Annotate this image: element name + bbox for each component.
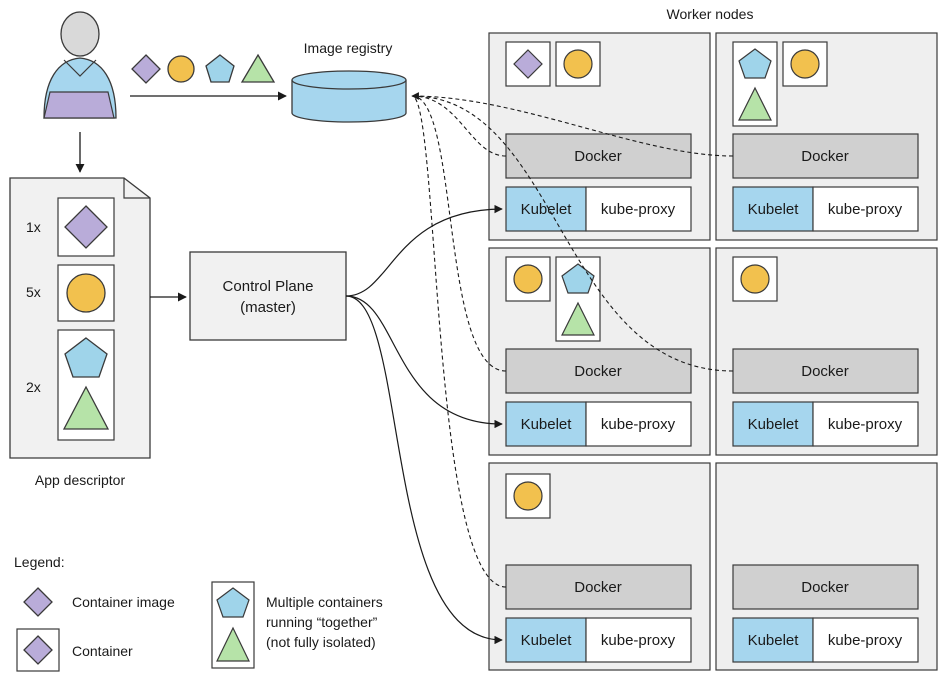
docker-box xyxy=(732,348,919,394)
container-circle-icon xyxy=(513,264,543,294)
docker-pull-line xyxy=(411,95,507,372)
kubelet-box xyxy=(505,617,587,663)
image-registry-icon xyxy=(291,70,407,123)
docker-box xyxy=(505,564,692,610)
count-5x: 5x xyxy=(26,284,41,300)
docker-label: Docker xyxy=(801,579,849,596)
container-circle-icon xyxy=(563,49,593,79)
kubelet-label: Kubelet xyxy=(521,201,573,218)
descriptor-circle-icon xyxy=(66,273,106,313)
kubelet-label: Kubelet xyxy=(521,416,573,433)
descriptor-pentagon-icon xyxy=(64,337,108,378)
kube-proxy-box xyxy=(812,401,919,447)
legend-container-icon xyxy=(23,635,53,665)
docker-label: Docker xyxy=(574,363,622,380)
legend-container-image-icon xyxy=(23,587,53,617)
count-1x: 1x xyxy=(26,219,41,235)
legend-container-image-label: Container image xyxy=(72,594,175,610)
docker-box xyxy=(505,348,692,394)
kube-proxy-box xyxy=(812,186,919,232)
descriptor-triangle-icon xyxy=(62,385,110,430)
control-plane-label: Control Plane xyxy=(223,278,314,295)
docker-box xyxy=(732,133,919,179)
container-pentagon-icon xyxy=(561,263,595,294)
kube-proxy-label: kube-proxy xyxy=(828,632,903,649)
count-2x: 2x xyxy=(26,379,41,395)
docker-box xyxy=(505,133,692,179)
kube-proxy-box xyxy=(585,401,692,447)
docker-pull-line xyxy=(411,95,734,372)
kubelet-box xyxy=(732,186,814,232)
worker-nodes-label: Worker nodes xyxy=(667,6,754,22)
container-circle-icon xyxy=(513,481,543,511)
container-triangle-icon xyxy=(561,301,595,336)
legend-multi-line3: (not fully isolated) xyxy=(266,634,376,650)
legend-container-label: Container xyxy=(72,643,133,659)
kube-proxy-label: kube-proxy xyxy=(828,201,903,218)
control-to-kubelet-arrow xyxy=(345,295,503,645)
container-triangle-icon xyxy=(738,86,772,121)
control-to-kubelet-arrow xyxy=(345,295,503,429)
kubelet-label: Kubelet xyxy=(748,632,800,649)
legend-title: Legend: xyxy=(14,554,65,570)
worker-node: Docker Kubelet kube-proxy xyxy=(488,247,711,456)
kubelet-box xyxy=(732,617,814,663)
kube-proxy-label: kube-proxy xyxy=(601,201,676,218)
worker-node: Docker Kubelet kube-proxy xyxy=(715,247,938,456)
kube-proxy-label: kube-proxy xyxy=(601,632,676,649)
docker-label: Docker xyxy=(801,363,849,380)
container-image-circle-icon xyxy=(167,55,195,83)
kube-proxy-box xyxy=(812,617,919,663)
container-diamond-icon xyxy=(513,49,543,79)
kubelet-label: Kubelet xyxy=(748,416,800,433)
descriptor-diamond-icon xyxy=(64,205,108,249)
control-plane-sublabel: (master) xyxy=(240,299,296,316)
kubelet-label: Kubelet xyxy=(748,201,800,218)
container-image-triangle-icon xyxy=(240,53,276,83)
legend-pentagon-icon xyxy=(216,587,250,618)
kube-proxy-label: kube-proxy xyxy=(828,416,903,433)
docker-box xyxy=(732,564,919,610)
container-circle-icon xyxy=(790,49,820,79)
worker-node: Docker Kubelet kube-proxy xyxy=(715,462,938,671)
container-image-pentagon-icon xyxy=(205,54,235,83)
docker-label: Docker xyxy=(801,148,849,165)
legend-multi-line1: Multiple containers xyxy=(266,594,383,610)
pull-connectors xyxy=(411,92,734,588)
developer-icon xyxy=(43,11,117,119)
worker-node: Docker Kubelet kube-proxy xyxy=(488,32,711,241)
kube-proxy-box xyxy=(585,617,692,663)
image-registry-label: Image registry xyxy=(304,40,393,56)
control-plane-box xyxy=(189,251,347,341)
kube-proxy-label: kube-proxy xyxy=(601,416,676,433)
kube-proxy-box xyxy=(585,186,692,232)
docker-pull-line xyxy=(411,95,734,157)
container-circle-icon xyxy=(740,264,770,294)
container-image-diamond-icon xyxy=(131,54,161,84)
docker-label: Docker xyxy=(574,148,622,165)
worker-node: Docker Kubelet kube-proxy xyxy=(488,462,711,671)
kubelet-box xyxy=(732,401,814,447)
legend-triangle-icon xyxy=(216,626,250,662)
container-pentagon-icon xyxy=(738,48,772,79)
docker-label: Docker xyxy=(574,579,622,596)
worker-node: Docker Kubelet kube-proxy xyxy=(715,32,938,241)
docker-pull-line xyxy=(411,92,507,157)
app-descriptor-label: App descriptor xyxy=(35,472,126,488)
legend-multi-line2: running “together” xyxy=(266,614,378,630)
kubelet-label: Kubelet xyxy=(521,632,573,649)
control-to-kubelet-arrow xyxy=(345,204,503,297)
